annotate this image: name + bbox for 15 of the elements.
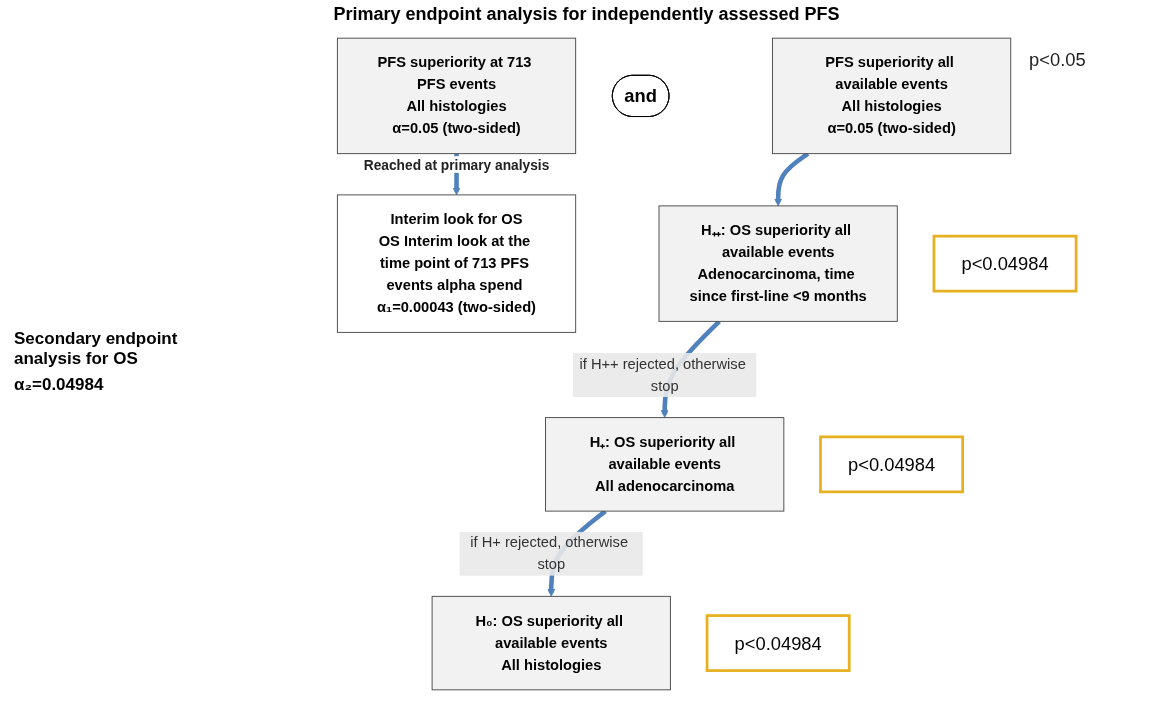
node-box: H₊₊: OS superiority all available events Adenocarcinoma, time since first-line <9 months — [658, 205, 898, 322]
p-value-text: p<0.05 — [1029, 48, 1086, 70]
node-box: Interim look for OS OS Interim look at the time point of 713 PFS events alpha spend α₁=0.00043 (two-sided) — [336, 194, 577, 333]
node-box: PFS superiority at 713 PFS events All histologies α=0.05 (two-sided) — [336, 37, 577, 155]
node-box: H₀: OS superiority all available events All histologies — [431, 595, 671, 691]
note-text: α₂=0.04984 — [14, 375, 105, 395]
node-box: p<0.04984 — [932, 234, 1078, 293]
edge-label: if H++ rejected, otherwise stop — [579, 355, 746, 394]
diagram-title: Primary endpoint analysis for independently assessed PFS — [332, 4, 841, 25]
node-box: PFS superiority all available events All histologies α=0.05 (two-sided) — [772, 37, 1012, 155]
node-box: p<0.04984 — [705, 614, 851, 672]
node-box: p<0.04984 — [819, 435, 965, 494]
edge-label: if H+ rejected, otherwise stop — [470, 534, 629, 573]
node-box: H₊: OS superiority all available events All adenocarcinoma — [545, 417, 785, 512]
note-text: Secondary endpoint analysis for OS — [14, 329, 179, 369]
